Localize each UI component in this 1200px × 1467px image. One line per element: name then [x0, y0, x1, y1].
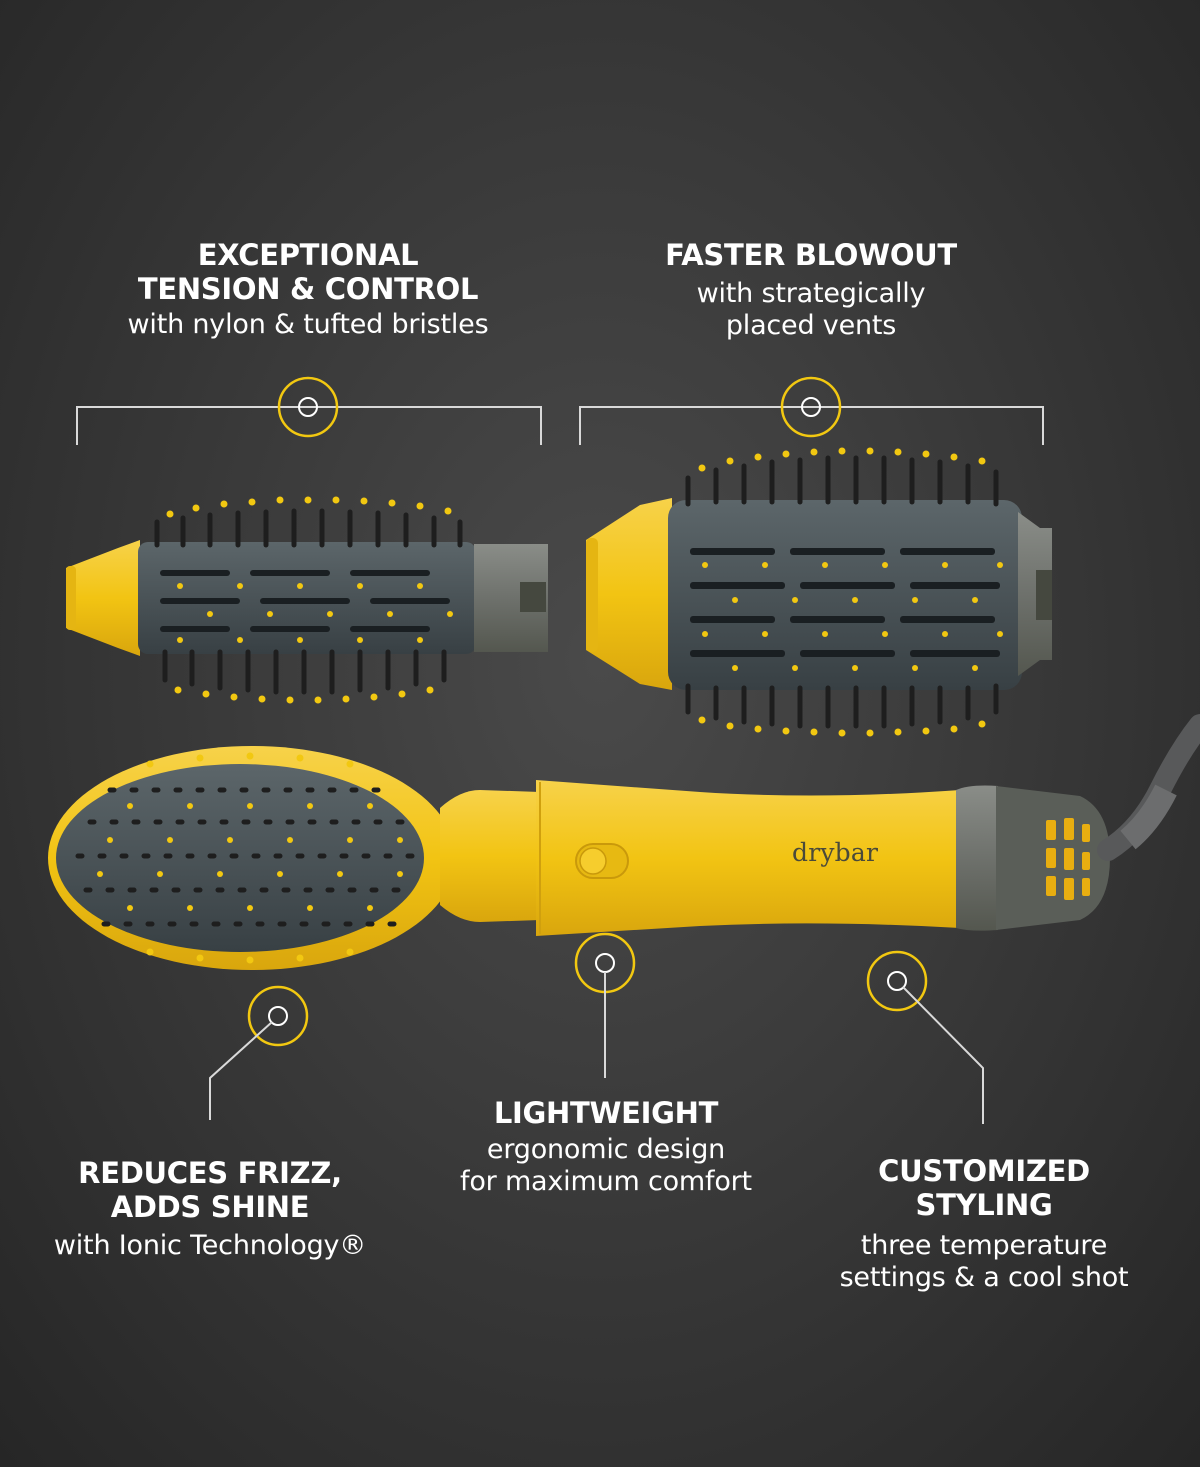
- marker-lightweight-icon: [574, 932, 636, 1078]
- marker-blowout-icon: [780, 376, 842, 438]
- brand-logo-text: drybar: [792, 838, 879, 867]
- callout-frizz-sub-1: with Ionic Technology®: [53, 1230, 367, 1262]
- callout-frizz-heading-2: ADDS SHINE: [110, 1190, 310, 1225]
- callout-styling-sub-1: three temperature: [860, 1230, 1108, 1262]
- callout-tension-heading-1: EXCEPTIONAL: [197, 238, 419, 272]
- callout-lightweight-heading-1: LIGHTWEIGHT: [493, 1096, 719, 1130]
- callout-styling-sub-2: settings & a cool shot: [839, 1262, 1129, 1294]
- callout-tension: EXCEPTIONAL TENSION & CONTROL with nylon…: [78, 238, 538, 341]
- callout-frizz-heading-1: REDUCES FRIZZ,: [78, 1156, 342, 1190]
- callout-lightweight-sub-1: ergonomic design: [486, 1134, 726, 1166]
- bracket-right: [579, 406, 1044, 445]
- callout-blowout-sub-2: placed vents: [725, 310, 897, 342]
- marker-tension-icon: [277, 376, 339, 438]
- marker-frizz-icon: [209, 985, 309, 1120]
- callout-tension-heading-2: TENSION & CONTROL: [137, 272, 479, 307]
- round-brush-small-attachment: [66, 496, 548, 704]
- callout-blowout-heading-1: FASTER BLOWOUT: [665, 238, 957, 272]
- marker-styling-icon: [866, 950, 984, 1124]
- callout-blowout-sub-1: with strategically: [696, 278, 926, 310]
- callout-lightweight-sub-2: for maximum comfort: [460, 1166, 752, 1198]
- callout-tension-sub-1: with nylon & tufted bristles: [127, 309, 489, 341]
- bracket-left: [76, 406, 542, 445]
- callout-styling-heading-2: STYLING: [915, 1188, 1053, 1223]
- callout-frizz: REDUCES FRIZZ, ADDS SHINE with Ionic Tec…: [20, 1156, 400, 1262]
- dryer-brush-body: [48, 714, 1200, 970]
- callout-styling-heading-1: CUSTOMIZED: [878, 1154, 1090, 1188]
- round-brush-large-attachment: [586, 447, 1052, 737]
- callout-lightweight: LIGHTWEIGHT ergonomic design for maximum…: [420, 1096, 792, 1198]
- callout-styling: CUSTOMIZED STYLING three temperature set…: [802, 1154, 1166, 1294]
- callout-blowout: FASTER BLOWOUT with strategically placed…: [580, 238, 1042, 342]
